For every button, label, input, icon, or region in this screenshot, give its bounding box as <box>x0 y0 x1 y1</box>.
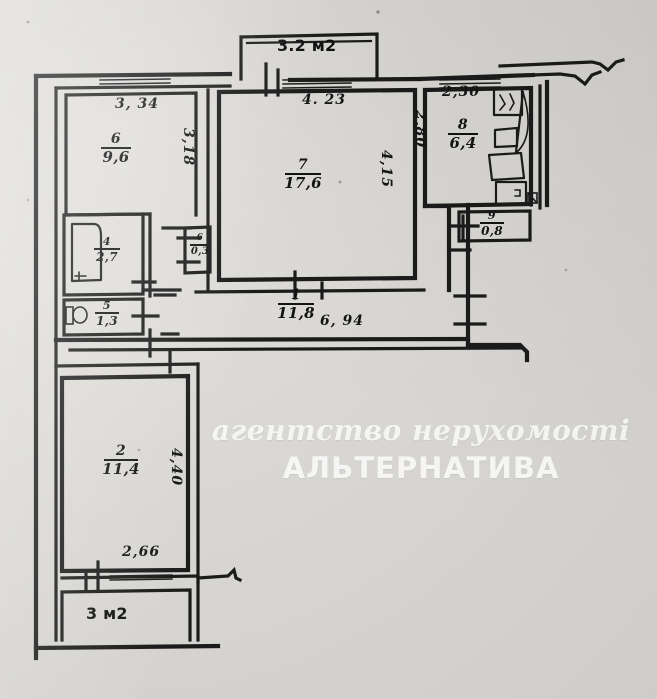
room-divider-4 <box>94 248 120 250</box>
balcony-bottom-base <box>33 643 221 651</box>
room-label-6: 6 9,6 <box>94 132 138 165</box>
window-room7 <box>282 78 352 89</box>
hall-bottom-wall-inner <box>68 346 522 352</box>
room-number-7: 7 <box>297 157 309 173</box>
dimension-room8-left: 2,80 <box>412 110 428 149</box>
room-area-4: 2,7 <box>96 249 118 264</box>
room-area-1: 11,8 <box>277 303 315 322</box>
dimension-room7-right: 4,15 <box>378 150 394 189</box>
room-divider-6 <box>101 147 131 149</box>
room5-walls <box>62 297 145 337</box>
room-label-4: 4 2,7 <box>88 236 126 263</box>
dimension-room6-right: 3,18 <box>180 128 196 167</box>
room7-walls <box>216 87 418 283</box>
room-divider-7 <box>285 173 321 175</box>
room2-walls <box>59 373 191 574</box>
kitchen-small-fixture-icon <box>527 192 538 204</box>
window-room2-bottom <box>109 570 173 581</box>
bathtub-icon <box>70 222 103 283</box>
room-divider-1 <box>278 303 314 305</box>
room-area-8: 6,4 <box>449 133 477 152</box>
toilet-icon <box>65 306 88 325</box>
room-number-closet: 6 <box>196 233 204 243</box>
room-area-7: 17,6 <box>284 173 322 192</box>
room-area-2: 11,4 <box>102 459 140 478</box>
room-number-6: 6 <box>110 131 122 147</box>
room-divider-closet <box>190 244 210 246</box>
room-label-2: 2 11,4 <box>96 444 146 477</box>
dimension-room2-bottom: 2,66 <box>122 544 161 560</box>
wall-hall-right-a <box>422 203 452 293</box>
dimension-room8-top: 2,30 <box>442 84 481 100</box>
room-number-4: 4 <box>102 235 112 248</box>
kitchen-door-swing-icon <box>514 90 529 154</box>
dimension-room7-top: 4. 23 <box>302 92 346 108</box>
balcony-top-inner-line <box>245 39 373 45</box>
room-number-2: 2 <box>115 443 127 459</box>
room-label-5: 5 1,3 <box>90 300 124 327</box>
room9-walls <box>457 209 532 243</box>
window-room6 <box>99 74 171 85</box>
room-label-9: 9 0,8 <box>472 210 512 237</box>
room-area-closet: 0,3 <box>190 245 210 257</box>
wall-exterior-right-run <box>498 58 625 73</box>
room-area-9: 0,8 <box>481 223 503 238</box>
room-label-closet: 6 0,3 <box>186 233 214 257</box>
dimension-room6-top: 3, 34 <box>115 96 159 112</box>
dimension-hall-length: 6, 94 <box>320 313 364 329</box>
room2-top-outer <box>54 362 200 368</box>
kitchen-counter-icon <box>487 151 526 182</box>
room-divider-5 <box>95 312 119 314</box>
room-number-8: 8 <box>457 117 469 133</box>
balcony-bottom-outline <box>60 588 192 642</box>
wall-exterior-right-run2 <box>531 69 603 87</box>
wall-exterior-jog-bottom <box>196 566 243 583</box>
hall-bottom-wall <box>53 336 471 343</box>
kitchen-cabinet-icon <box>494 180 528 207</box>
room-area-5: 1,3 <box>96 313 118 328</box>
room-divider-8 <box>448 133 478 135</box>
balcony-top-outline <box>239 32 379 81</box>
room4-walls <box>62 212 145 297</box>
room-label-8: 8 6,4 <box>440 118 486 151</box>
room-divider-9 <box>480 222 504 224</box>
wall-outer-top-left-inner <box>54 84 232 90</box>
wall-hall-right-d <box>465 342 530 363</box>
balcony-bottom-label: 3 м2 <box>86 604 128 623</box>
room-number-9: 9 <box>487 209 497 222</box>
kitchen-stove-icon <box>492 86 524 117</box>
room-label-1: 1 11,8 <box>270 288 322 321</box>
room-divider-2 <box>104 459 138 461</box>
wall-outer-top-right <box>417 72 536 82</box>
kitchen-sink-icon <box>493 126 519 149</box>
dimension-room2-right: 4,40 <box>168 448 184 487</box>
closet-walls <box>183 225 212 275</box>
room7-bottom-outer <box>194 288 426 294</box>
room-area-6: 9,6 <box>102 147 130 166</box>
room-number-5: 5 <box>102 299 112 312</box>
room-label-7: 7 17,6 <box>276 158 330 191</box>
balcony-top-label: 3.2 м2 <box>277 36 337 55</box>
room-number-1: 1 <box>290 287 302 303</box>
